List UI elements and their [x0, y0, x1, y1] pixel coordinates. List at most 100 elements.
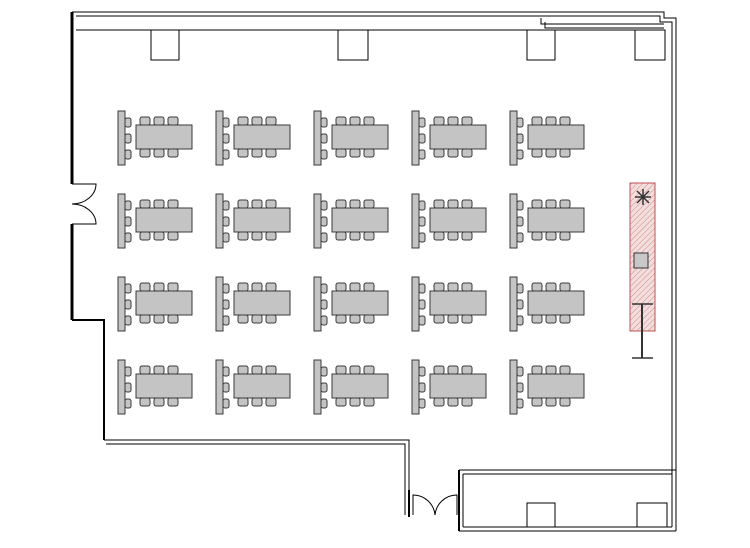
- chair: [447, 231, 459, 241]
- chair: [251, 282, 263, 292]
- end-table: [215, 110, 224, 166]
- chair: [335, 365, 347, 375]
- table-group: [117, 193, 193, 249]
- chair: [335, 314, 347, 324]
- end-table: [313, 110, 322, 166]
- chair: [320, 200, 328, 211]
- chair: [335, 199, 347, 209]
- chair: [363, 116, 375, 126]
- door-swing-icon: [71, 183, 97, 225]
- chair: [124, 216, 132, 227]
- chair: [559, 282, 571, 292]
- chair: [320, 283, 328, 294]
- chair: [153, 199, 165, 209]
- chair: [418, 117, 426, 128]
- chair: [251, 231, 263, 241]
- chair: [265, 282, 277, 292]
- long-table: [233, 207, 291, 233]
- chair: [447, 314, 459, 324]
- chair: [418, 232, 426, 243]
- chair: [153, 365, 165, 375]
- chair: [418, 366, 426, 377]
- chair: [516, 315, 524, 326]
- chair: [265, 231, 277, 241]
- chair: [222, 382, 230, 393]
- chair: [167, 365, 179, 375]
- long-table: [331, 124, 389, 150]
- chair: [124, 283, 132, 294]
- end-table: [411, 276, 420, 332]
- table-group: [509, 110, 585, 166]
- chair: [124, 200, 132, 211]
- chair: [433, 231, 445, 241]
- chair: [447, 365, 459, 375]
- chair: [265, 397, 277, 407]
- chair: [545, 365, 557, 375]
- chair: [349, 282, 361, 292]
- chair: [265, 365, 277, 375]
- chair: [320, 398, 328, 409]
- chair: [320, 133, 328, 144]
- chair: [559, 314, 571, 324]
- chair: [139, 282, 151, 292]
- chair: [124, 149, 132, 160]
- chair: [559, 231, 571, 241]
- chair: [237, 365, 249, 375]
- projector-icon: [635, 189, 651, 205]
- end-table: [509, 110, 518, 166]
- chair: [433, 282, 445, 292]
- chair: [222, 149, 230, 160]
- chair: [516, 299, 524, 310]
- chair: [251, 314, 263, 324]
- long-table: [429, 373, 487, 399]
- chair: [167, 314, 179, 324]
- end-table: [411, 193, 420, 249]
- chair: [265, 314, 277, 324]
- chair: [237, 231, 249, 241]
- chair: [222, 315, 230, 326]
- chair: [516, 283, 524, 294]
- table-group: [313, 359, 389, 415]
- chair: [320, 315, 328, 326]
- chair: [545, 314, 557, 324]
- chair: [516, 398, 524, 409]
- pilasters-top: [150, 29, 666, 61]
- chair: [124, 232, 132, 243]
- chair: [124, 398, 132, 409]
- long-table: [429, 124, 487, 150]
- chair: [418, 149, 426, 160]
- table-group: [411, 110, 487, 166]
- chair: [167, 116, 179, 126]
- lectern-icon: [633, 252, 649, 269]
- chair: [418, 299, 426, 310]
- chair: [320, 299, 328, 310]
- long-table: [135, 290, 193, 316]
- chair: [320, 382, 328, 393]
- chair: [418, 133, 426, 144]
- long-table: [527, 373, 585, 399]
- chair: [559, 397, 571, 407]
- chair: [320, 149, 328, 160]
- chair: [433, 397, 445, 407]
- chair: [516, 366, 524, 377]
- chair: [531, 199, 543, 209]
- chair: [237, 282, 249, 292]
- chair: [461, 148, 473, 158]
- chair: [559, 199, 571, 209]
- chair: [447, 282, 459, 292]
- chair: [139, 365, 151, 375]
- chair: [167, 199, 179, 209]
- chair: [265, 116, 277, 126]
- presentation-area: [629, 182, 656, 359]
- screen-icon: [632, 303, 653, 359]
- walls: [70, 11, 677, 532]
- chair: [433, 314, 445, 324]
- table-group: [215, 359, 291, 415]
- chair: [320, 216, 328, 227]
- chair: [418, 283, 426, 294]
- chair: [531, 116, 543, 126]
- chair: [237, 199, 249, 209]
- chair: [461, 314, 473, 324]
- table-group: [117, 276, 193, 332]
- end-table: [509, 359, 518, 415]
